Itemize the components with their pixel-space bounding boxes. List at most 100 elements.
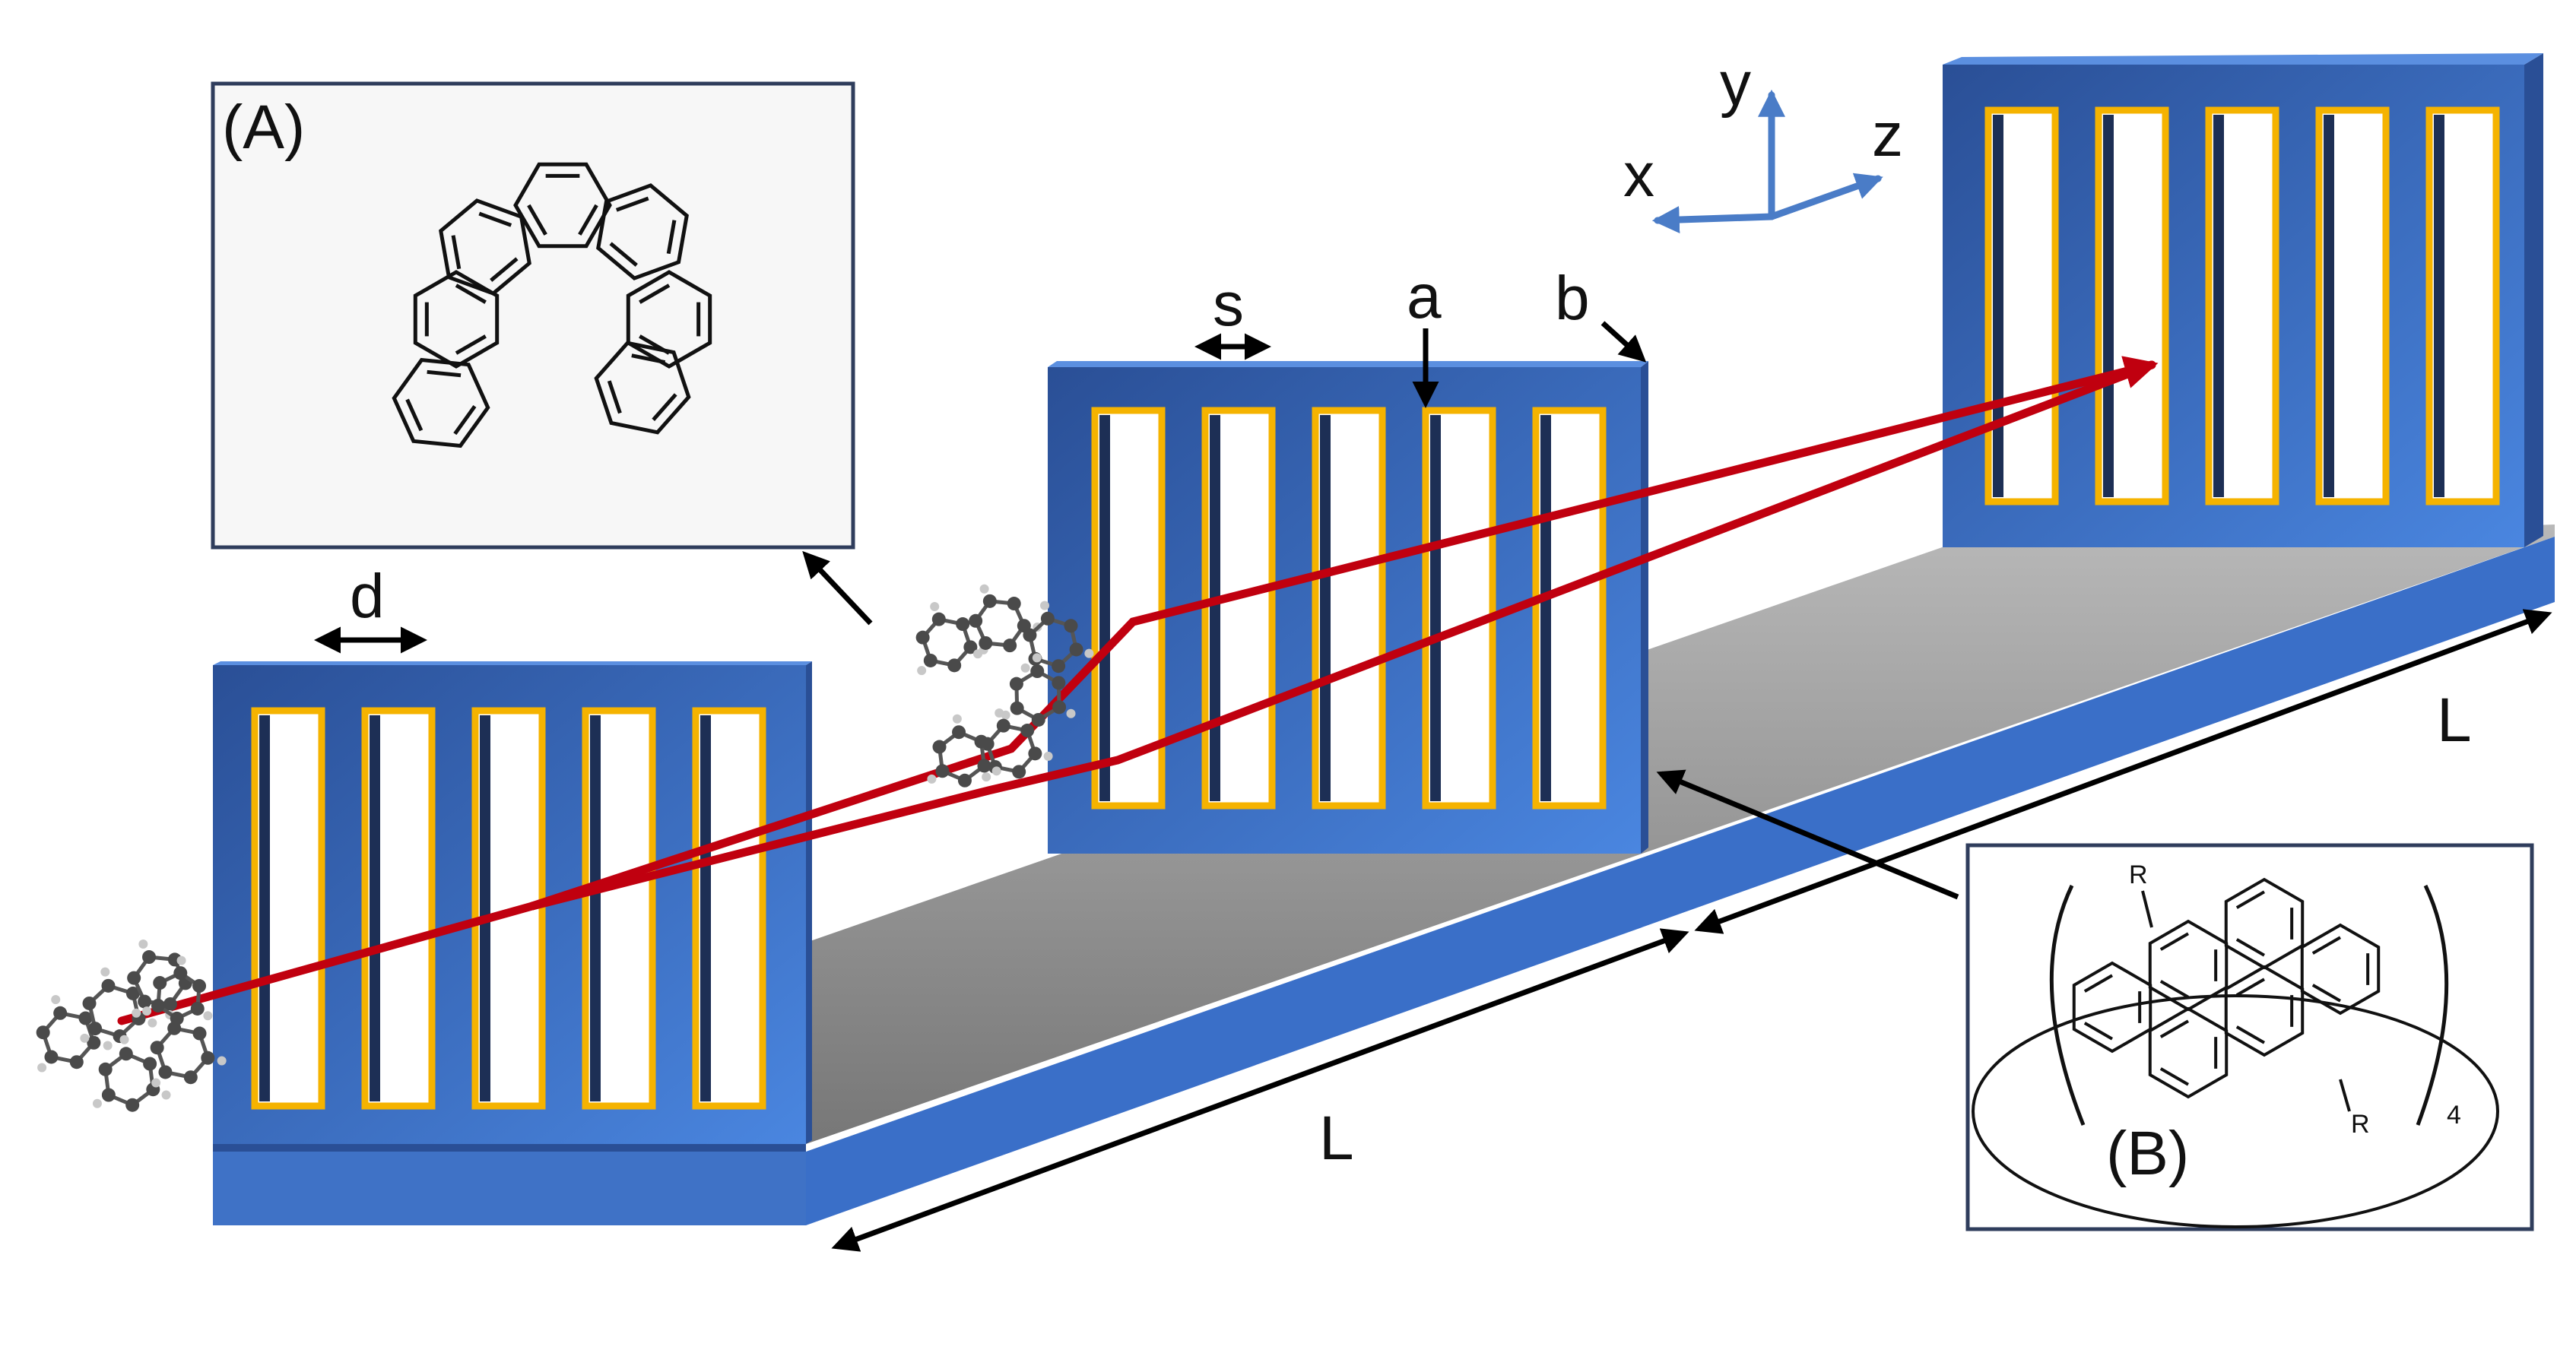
chrysene-oligomer-structure xyxy=(2072,877,2381,1112)
carbon-atom xyxy=(1012,765,1026,779)
carbon-atom xyxy=(173,966,188,981)
carbon-atom xyxy=(1031,712,1045,727)
double-bond xyxy=(453,404,477,436)
repeat-count-label: 4 xyxy=(2447,1101,2461,1130)
hydrogen-atom xyxy=(148,1018,157,1028)
grating-2-slit-shadow xyxy=(1540,415,1551,801)
double-bond xyxy=(427,369,462,378)
carbon-atom xyxy=(98,1062,113,1076)
double-bond xyxy=(490,257,519,282)
carbon-atom xyxy=(119,1047,133,1061)
carbon-atom xyxy=(138,994,152,1009)
grating-2-side xyxy=(1641,361,1648,854)
inset-a-pointer xyxy=(802,550,873,626)
carbon-atom xyxy=(1020,724,1035,738)
carbon-atom xyxy=(979,635,993,650)
inset-b-frame xyxy=(1965,843,2534,1231)
hydrogen-atom xyxy=(51,995,61,1005)
carbon-atom xyxy=(125,1098,140,1112)
carbon-atom xyxy=(963,640,978,654)
grating-1-slit-shadow xyxy=(370,715,380,1101)
carbon-atom xyxy=(974,734,988,749)
carbon-atom xyxy=(151,998,165,1012)
double-bond xyxy=(2159,1019,2189,1038)
hydrogen-atom xyxy=(92,1098,102,1108)
carbon-atom xyxy=(153,976,167,990)
grating-3-side xyxy=(2524,53,2543,547)
carbon-atom xyxy=(183,1070,198,1085)
carbon-atom xyxy=(915,630,930,645)
carbon-atom xyxy=(53,1006,68,1020)
carbon-atom xyxy=(170,1011,184,1025)
carbon-atom xyxy=(87,1035,101,1050)
inset-b-pointer xyxy=(1656,769,1959,900)
labels: (A) (B) x y z d s a b L L R R 4 xyxy=(222,49,2472,1188)
double-bond xyxy=(639,284,671,304)
length-label-1: L xyxy=(1319,1104,1354,1173)
carbon-atom xyxy=(1010,701,1024,715)
bracket-right xyxy=(2416,884,2449,1126)
grating-1-slit-shadow xyxy=(590,715,601,1101)
double-bond xyxy=(666,220,677,255)
hydrogen-atom xyxy=(100,967,110,977)
grating-1-slit-shadow xyxy=(259,715,270,1101)
hydrogen-atom xyxy=(995,708,1004,718)
hydrogen-atom xyxy=(142,1006,152,1016)
inset-b xyxy=(1965,843,2534,1231)
hydrogen-atom xyxy=(930,601,940,611)
axis-x-label: x xyxy=(1623,141,1654,210)
axis-x-line xyxy=(1651,206,1775,234)
double-bond xyxy=(455,284,487,304)
carbon-atom xyxy=(142,950,157,965)
double-bond xyxy=(607,380,622,414)
hydrogen-atom xyxy=(1066,708,1076,718)
grating-3 xyxy=(1943,53,2543,547)
hydrogen-atom xyxy=(217,1056,227,1066)
hydrogen-atom xyxy=(1020,663,1030,673)
axis-gizmo xyxy=(1651,89,1883,234)
aromatic-ring xyxy=(513,162,612,249)
dim-b-label: b xyxy=(1555,264,1590,333)
double-bond xyxy=(2235,1025,2265,1044)
double-bond xyxy=(2083,1022,2113,1041)
length-label-2: L xyxy=(2437,686,2472,755)
grating-3-slit-shadow xyxy=(1993,115,2003,497)
grating-1-slit-shadow xyxy=(700,715,711,1101)
double-bond xyxy=(451,235,462,270)
hydrogen-atom xyxy=(982,772,991,782)
carbon-atom xyxy=(163,997,177,1011)
carbon-atom xyxy=(201,1051,215,1065)
hydrogen-atom xyxy=(927,774,937,784)
length-arrow-2 xyxy=(1694,609,2552,934)
carbon-atom xyxy=(957,773,972,787)
carbon-atom xyxy=(192,979,207,993)
carbon-atom xyxy=(192,1026,207,1041)
dim-s-label: s xyxy=(1213,270,1244,339)
beam-upper xyxy=(528,360,2156,911)
double-bond xyxy=(2159,932,2189,951)
panel-a-label: (A) xyxy=(222,93,305,162)
hydrogen-atom xyxy=(161,1090,171,1100)
carbon-atom xyxy=(947,658,962,673)
substituent-bottom-label: R xyxy=(2351,1110,2370,1139)
double-bond xyxy=(578,204,598,236)
double-bond xyxy=(615,196,649,212)
beam-lower xyxy=(528,360,2156,911)
carbon-atom xyxy=(1052,700,1067,715)
carbon-atom xyxy=(1009,677,1023,691)
grating-1-top xyxy=(213,661,812,665)
grating-1-slit-shadow xyxy=(480,715,490,1101)
length-arrow-1 xyxy=(831,928,1689,1252)
helicene-molecule-middle xyxy=(915,584,1094,787)
double-bond xyxy=(455,334,487,355)
carbon-atom xyxy=(125,986,140,1000)
hydrogen-atom xyxy=(1032,653,1042,663)
double-bond xyxy=(527,204,547,236)
grating-2-slit-shadow xyxy=(1320,415,1331,801)
carbon-atom xyxy=(931,612,946,626)
double-bond xyxy=(631,353,666,364)
grating-3-slit-shadow xyxy=(2213,115,2224,497)
carbon-atom xyxy=(969,613,983,628)
